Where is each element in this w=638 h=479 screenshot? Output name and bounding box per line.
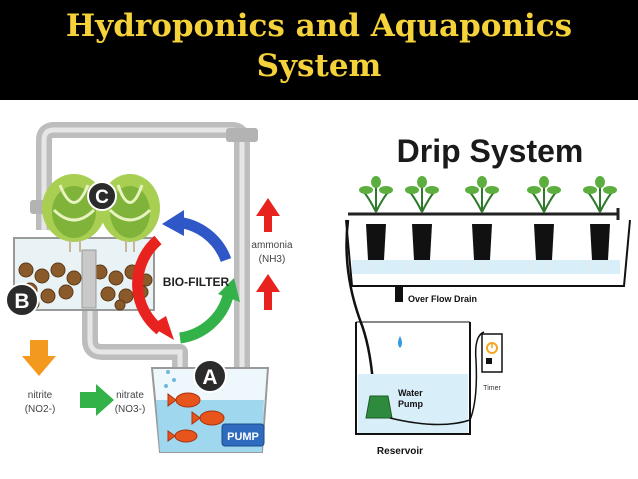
drip-plants	[359, 176, 617, 260]
biofilter-cycle: BIO-FILTER	[132, 210, 240, 344]
grow-tray	[345, 219, 631, 287]
arrow-orange-down	[22, 340, 56, 376]
reservoir: Water Pump Reservoir	[355, 321, 471, 457]
nitrate-formula: (NO3-)	[115, 404, 146, 415]
timer: Timer	[389, 331, 503, 426]
title-line-2: System	[256, 48, 382, 84]
label-b-badge: B	[5, 283, 39, 317]
arrow-green-right	[80, 384, 114, 416]
overflow-drain: Over Flow Drain	[395, 286, 477, 348]
pump-label: PUMP	[227, 431, 259, 443]
nitrite-label: nitrite	[28, 390, 53, 401]
plant-3	[465, 176, 499, 260]
water-pump-label-1: Water	[398, 388, 423, 398]
water-pump-icon	[365, 395, 393, 419]
water-pump-label-2: Pump	[398, 399, 424, 409]
label-c: C	[95, 187, 109, 208]
plant-2	[405, 176, 439, 260]
label-a-badge: A	[193, 359, 227, 393]
plant-5	[583, 176, 617, 260]
arrow-red-up-1	[256, 198, 280, 232]
overflow-label: Over Flow Drain	[408, 294, 477, 304]
label-c-badge: C	[87, 181, 117, 211]
drip-title: Drip System	[397, 133, 584, 169]
title-line-1: Hydroponics and Aquaponics	[65, 8, 573, 44]
nitrite-formula: (NO2-)	[25, 404, 56, 415]
pump-box: PUMP	[221, 423, 265, 447]
slide-content: C B BIO-FILTER ammonia (NH3) n	[0, 100, 638, 479]
timer-icon	[486, 342, 498, 354]
aquaponics-diagram: C B BIO-FILTER ammonia (NH3) n	[5, 122, 293, 453]
ammonia-formula: (NH3)	[259, 254, 286, 265]
label-a: A	[202, 366, 217, 389]
water-drop-icon	[398, 336, 402, 348]
plant-1	[359, 176, 393, 260]
drip-diagram: Drip System	[345, 133, 631, 457]
biofilter-label: BIO-FILTER	[163, 275, 230, 289]
reservoir-label: Reservoir	[377, 446, 423, 457]
timer-label: Timer	[483, 385, 501, 392]
nitrogen-flow: nitrite (NO2-) nitrate (NO3-)	[22, 340, 145, 416]
arrow-blue	[162, 210, 184, 236]
arrow-red-up-2	[256, 274, 280, 310]
ammonia-label: ammonia	[251, 240, 293, 251]
label-b: B	[14, 290, 29, 313]
diagrams-canvas: C B BIO-FILTER ammonia (NH3) n	[5, 122, 631, 457]
fish-icons	[167, 392, 225, 443]
nitrate-label: nitrate	[116, 390, 144, 401]
supply-tube	[345, 219, 376, 401]
slide-title: Hydroponics and Aquaponics System	[0, 6, 638, 86]
arrow-red-curve	[150, 316, 174, 340]
ammonia-indicator: ammonia (NH3)	[251, 198, 293, 310]
plant-4	[527, 176, 561, 260]
title-bar: Hydroponics and Aquaponics System	[0, 0, 638, 100]
arrow-green-curve	[218, 278, 240, 302]
